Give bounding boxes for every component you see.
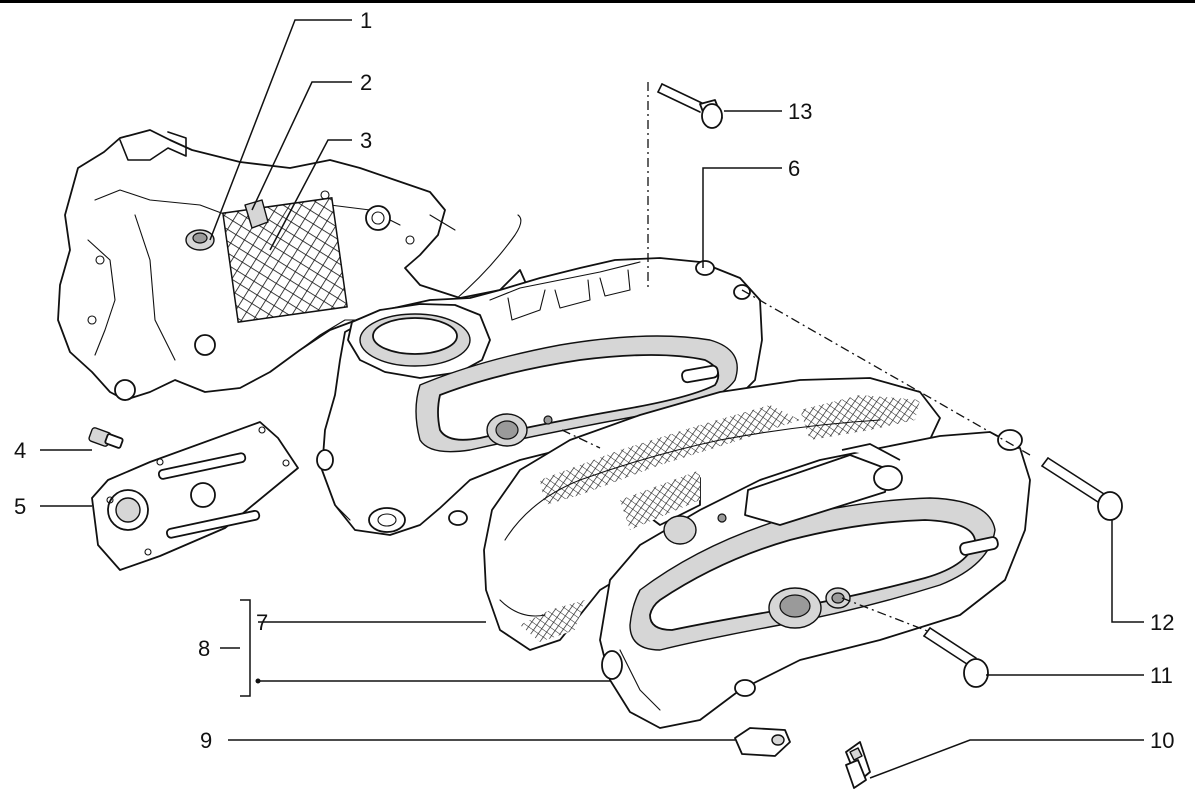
callout-13: 13 [788, 99, 812, 124]
small-screw [88, 427, 124, 449]
callout-6: 6 [788, 156, 800, 181]
transmission-cover [316, 257, 763, 536]
clip-part [734, 727, 791, 757]
callout-9: 9 [200, 728, 212, 753]
callout-3: 3 [360, 128, 372, 153]
callout-10: 10 [1150, 728, 1174, 753]
callout-8: 8 [198, 636, 210, 661]
bolt-top [657, 83, 723, 129]
bolt-right-lower [923, 627, 989, 688]
callout-12: 12 [1150, 610, 1174, 635]
callout-2: 2 [360, 70, 372, 95]
assembly-lines [561, 82, 1031, 633]
callout-1: 1 [360, 8, 372, 33]
callout-labels: 1 2 3 4 5 6 7 8 9 10 11 12 13 [14, 8, 1174, 753]
leader-lines [40, 19, 1144, 779]
top-border-rule [0, 0, 1195, 3]
bracket-part [845, 741, 871, 789]
bolt-right-upper [1041, 457, 1123, 521]
crankcase-housing [57, 129, 529, 401]
callout-4: 4 [14, 438, 26, 463]
callout-5: 5 [14, 494, 26, 519]
callout-7: 7 [256, 610, 268, 635]
cover-plate [91, 421, 299, 571]
callout-11: 11 [1150, 663, 1173, 688]
complete-transmission-cover [599, 429, 1031, 729]
